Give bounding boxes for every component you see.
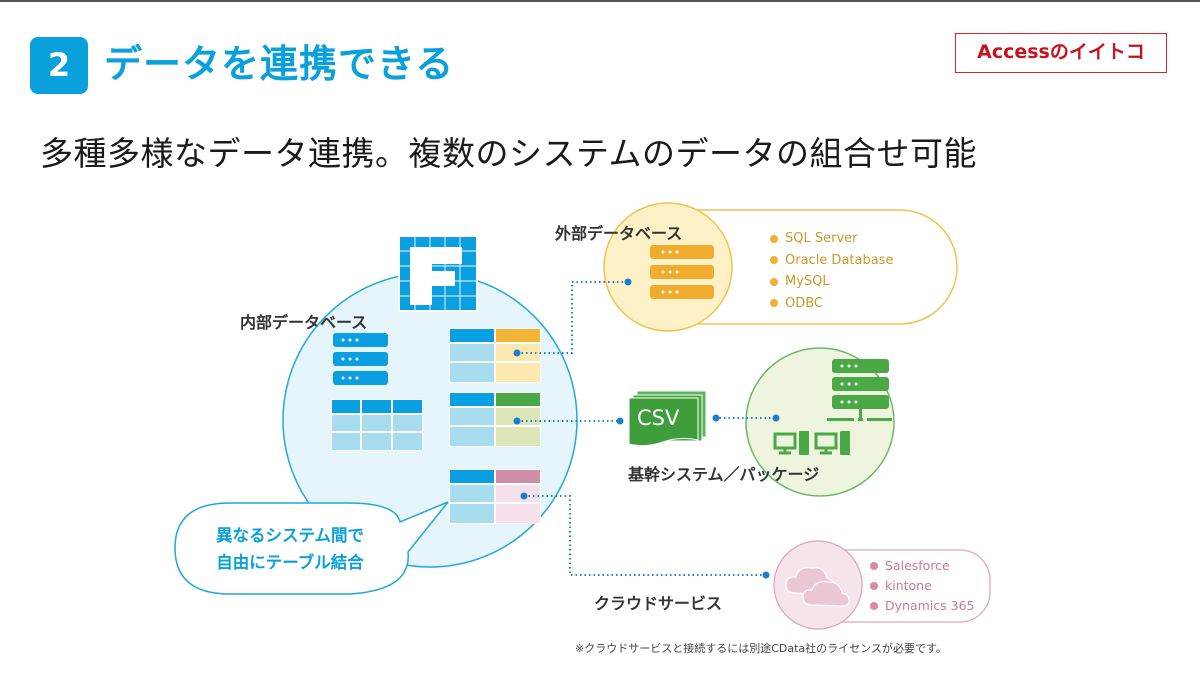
- brand-label: Accessのイイトコ: [955, 33, 1167, 73]
- bullet-icon: [770, 277, 778, 286]
- connector-dot: [624, 278, 632, 286]
- cloud-service-label: クラウドサービス: [594, 594, 723, 613]
- external-db-list: SQL Server Oracle Database MySQL ODBC: [770, 228, 893, 314]
- cloud-icon: [785, 567, 850, 607]
- bullet-icon: [870, 602, 878, 610]
- core-server-icon: [827, 359, 892, 421]
- slide-subtitle: 多種多様なデータ連携。複数のシステムのデータの組合せ可能: [40, 134, 978, 173]
- list-item: SQL Server: [770, 228, 893, 250]
- cloud-list-pill: [819, 549, 991, 623]
- external-server-icon: [650, 245, 714, 299]
- bullet-icon: [770, 299, 778, 308]
- internal-db-label: 内部データベース: [240, 313, 368, 332]
- list-item: kintone: [870, 576, 974, 596]
- f-grid-logo-icon: [398, 236, 478, 312]
- connector-external: [517, 281, 628, 354]
- external-linked-table-icon: [449, 328, 541, 383]
- cloud-linked-table-icon: [449, 469, 541, 524]
- callout-bubble-shape: [174, 501, 449, 595]
- list-item: ODBC: [770, 293, 893, 315]
- internal-table-icon: [331, 399, 423, 451]
- connector-dot: [513, 349, 521, 357]
- list-item: MySQL: [770, 271, 893, 293]
- csv-label: CSV: [637, 406, 680, 430]
- internal-server-icon: [333, 333, 388, 385]
- connector-dot: [762, 571, 770, 579]
- core-linked-table-icon: [449, 392, 541, 447]
- external-db-list-pill: [679, 209, 958, 325]
- connector-dot: [513, 417, 521, 425]
- connector-dot: [712, 414, 720, 422]
- connector-dot: [616, 417, 624, 425]
- footnote: ※クラウドサービスと接続するには別途CData社のライセンスが必要です。: [575, 642, 947, 655]
- slide-title: データを連携できる: [104, 42, 455, 86]
- list-item: Dynamics 365: [870, 596, 974, 616]
- connector-dot: [520, 492, 528, 500]
- bullet-icon: [770, 256, 778, 265]
- client-pc-icon: [773, 432, 838, 455]
- csv-file-icon: [628, 390, 707, 447]
- bullet-icon: [870, 562, 878, 570]
- callout-text: 異なるシステム間で 自由にテーブル結合: [180, 522, 400, 576]
- top-rule: [0, 0, 1200, 2]
- section-number-badge: 2: [30, 37, 88, 94]
- callout-line-2: 自由にテーブル結合: [216, 553, 364, 572]
- connector-dot: [772, 414, 780, 422]
- cloud-service-list: Salesforce kintone Dynamics 365: [870, 556, 974, 616]
- list-item: Oracle Database: [770, 250, 893, 272]
- core-system-label: 基幹システム／パッケージ: [628, 465, 820, 484]
- client-tower-icon: [799, 431, 850, 455]
- list-item: Salesforce: [870, 556, 974, 576]
- callout-line-1: 異なるシステム間で: [215, 526, 364, 545]
- bullet-icon: [770, 234, 778, 243]
- external-db-label: 外部データベース: [555, 224, 683, 243]
- bullet-icon: [870, 582, 878, 590]
- connector-cloud: [524, 495, 766, 576]
